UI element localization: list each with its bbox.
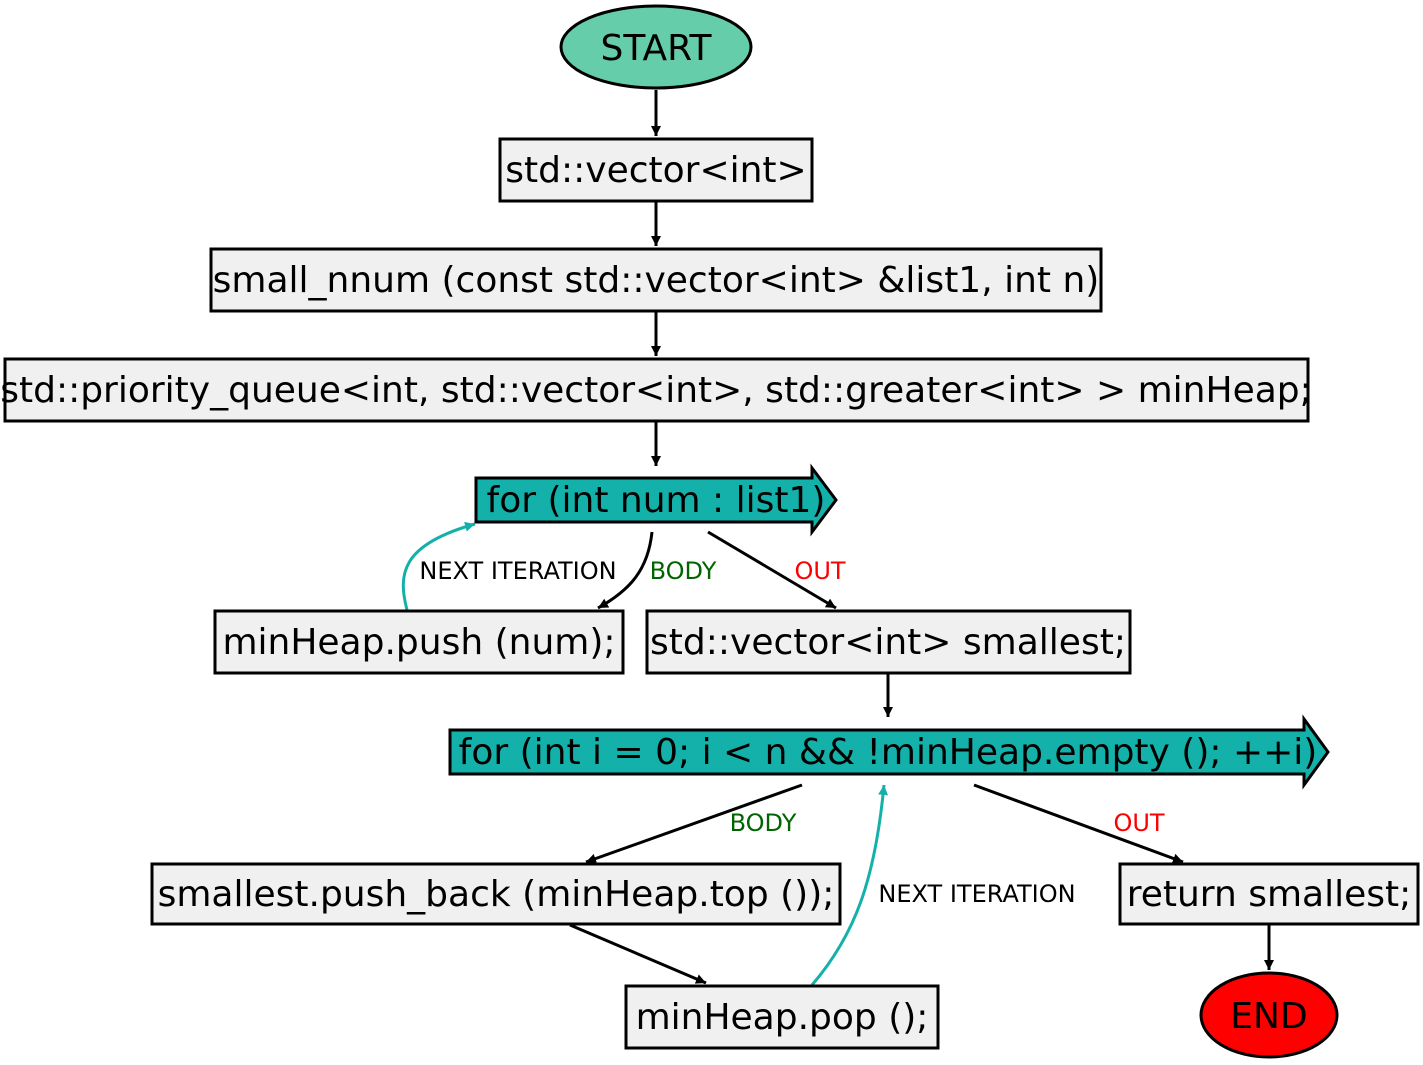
end-node[interactable]: END [1199,971,1339,1059]
push-node[interactable]: minHeap.push (num); [213,609,625,675]
pop-box [624,984,940,1050]
label-next-iteration-1: NEXT ITERATION [419,557,616,585]
heap-decl-node[interactable]: std::priority_queue<int, std::vector<int… [0,357,1312,423]
heap-decl-box [3,357,1310,423]
label-body-1: BODY [650,557,717,585]
end-label: END [1230,996,1307,1037]
label-next-iteration-2: NEXT ITERATION [878,880,1075,908]
func-sig-label: small_nnum (const std::vector<int> &list… [213,260,1100,301]
return-label: return smallest; [1127,874,1412,915]
edge-for2-body [585,783,803,864]
push-label: minHeap.push (num); [222,622,615,663]
return-box [1118,862,1420,926]
smallest-decl-label: std::vector<int> smallest; [650,622,1126,663]
for1-loop-node[interactable]: for (int num : list1) [474,463,838,537]
label-out-2: OUT [1113,809,1164,837]
label-out-1: OUT [794,557,845,585]
return-node[interactable]: return smallest; [1118,862,1420,926]
vector-decl-label: std::vector<int> [505,150,806,191]
for2-loop-shape [448,714,1330,790]
edge-for1-out [707,530,837,610]
edge-for1-body [597,531,654,610]
for1-loop-shape [474,463,838,537]
func-sig-node[interactable]: small_nnum (const std::vector<int> &list… [209,247,1103,313]
nodes: START std::vector<int> small_nnum (const… [0,4,1420,1059]
end-terminal-shape [1199,971,1339,1059]
heap-decl-label: std::priority_queue<int, std::vector<int… [0,370,1312,411]
for1-label: for (int num : list1) [487,480,826,521]
edge-pop-next-iteration [810,784,889,986]
for2-label: for (int i = 0; i < n && !minHeap.empty … [459,732,1318,773]
edge-for2-out [973,783,1184,864]
label-body-2: BODY [730,809,797,837]
func-sig-box [209,247,1103,313]
push-back-node[interactable]: smallest.push_back (minHeap.top ()); [150,862,842,926]
edge-pushback-to-pop [569,923,707,985]
start-label: START [600,28,712,69]
for2-loop-node[interactable]: for (int i = 0; i < n && !minHeap.empty … [448,714,1330,790]
smallest-decl-node[interactable]: std::vector<int> smallest; [645,609,1132,675]
push-back-box [150,862,842,926]
edge-push-next-iteration [401,521,476,611]
smallest-decl-box [645,609,1132,675]
vector-decl-box [498,137,814,203]
push-back-label: smallest.push_back (minHeap.top ()); [158,874,835,915]
pop-node[interactable]: minHeap.pop (); [624,984,940,1050]
edges [401,90,1274,986]
pop-label: minHeap.pop (); [636,997,929,1038]
start-node[interactable]: START [559,4,753,90]
push-box [213,609,625,675]
start-terminal-shape [559,4,753,90]
edge-labels: NEXT ITERATION BODY OUT BODY OUT NEXT IT… [419,557,1164,908]
vector-decl-node[interactable]: std::vector<int> [498,137,814,203]
